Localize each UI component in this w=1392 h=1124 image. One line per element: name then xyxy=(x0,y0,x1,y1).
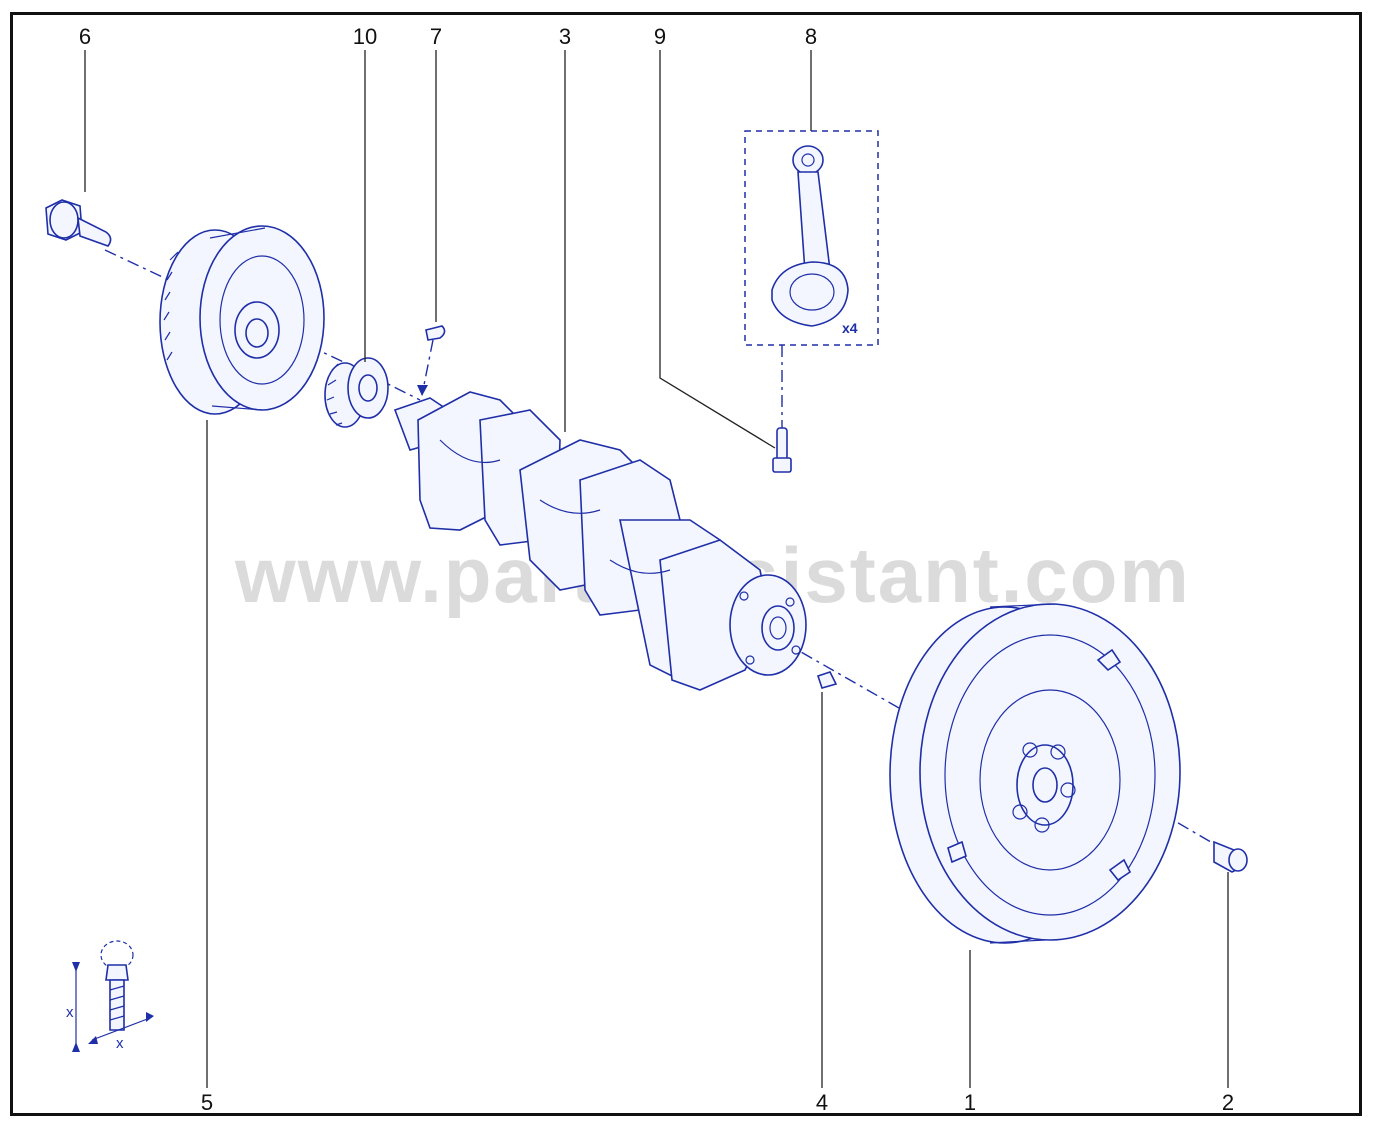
part-woodruff-key xyxy=(417,325,446,396)
callout-5: 5 xyxy=(201,1090,213,1115)
callout-7: 7 xyxy=(430,24,442,49)
legend-dim-vertical: x xyxy=(66,1004,74,1021)
callout-3: 3 xyxy=(559,24,571,49)
diagram-frame xyxy=(10,12,1362,1116)
callout-10: 10 xyxy=(353,24,377,49)
callout-8: 8 xyxy=(805,24,817,49)
part-connecting-rod xyxy=(771,145,849,327)
part-crankshaft-pulley xyxy=(159,225,325,415)
callout-1: 1 xyxy=(964,1090,976,1115)
axis-flywheel xyxy=(779,639,921,721)
legend-dim-horizontal: x xyxy=(116,1035,124,1052)
callout-9: 9 xyxy=(654,24,666,49)
leader-9 xyxy=(659,50,776,449)
callout-2: 2 xyxy=(1222,1090,1234,1115)
axis-key xyxy=(421,339,434,396)
part-crankshaft xyxy=(393,391,807,691)
part-conrod-bolt xyxy=(772,427,792,473)
arrow-head-icon xyxy=(417,385,428,396)
bolt-torque-legend: x x xyxy=(66,940,154,1052)
callout-4: 4 xyxy=(816,1090,828,1115)
part-pulley-bolt xyxy=(45,199,112,247)
callout-6: 6 xyxy=(79,24,91,49)
quantity-label: x4 xyxy=(842,320,858,336)
part-dowel-pin xyxy=(816,671,838,689)
part-timing-gear xyxy=(324,357,389,428)
part-flywheel-bolt xyxy=(1213,840,1248,873)
part-flywheel xyxy=(889,603,1181,944)
